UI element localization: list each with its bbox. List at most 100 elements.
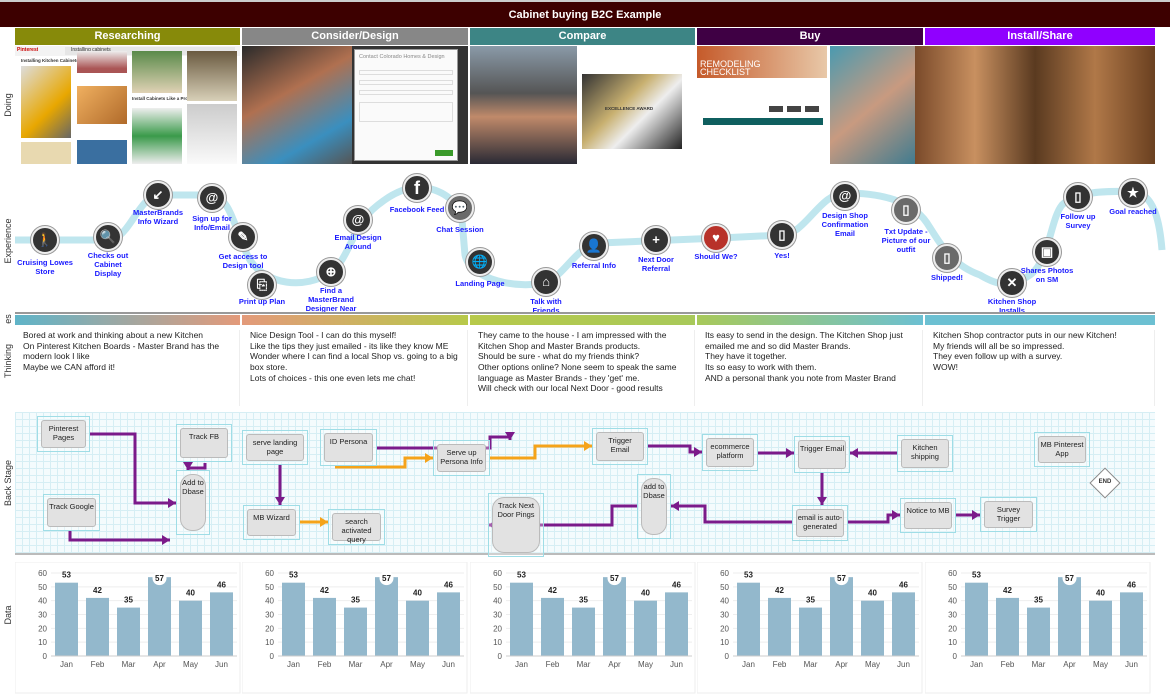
backstage-node-label: Serve up Persona Info <box>437 444 486 472</box>
x-tick-label: Feb <box>318 660 332 669</box>
x-tick-label: Mar <box>349 660 363 669</box>
data-label: 46 <box>672 580 681 589</box>
bar[interactable] <box>737 582 760 656</box>
star-icon: ★ <box>1119 179 1147 207</box>
phase-header-compare: Compare <box>470 28 695 45</box>
y-tick-label: 20 <box>720 624 729 633</box>
bar[interactable] <box>603 577 626 656</box>
backstage-node: Trigger Email <box>794 436 850 473</box>
row-label-doing: Doing <box>3 93 13 117</box>
backstage-node: ID Persona <box>320 429 377 466</box>
bar[interactable] <box>282 582 305 656</box>
phase-header-install-share: Install/Share <box>925 28 1155 45</box>
pinterest-screenshot: Pinterest Installing cabinets Installing… <box>15 46 240 164</box>
experience-step-label: Chat Session <box>436 225 484 234</box>
arrow-head <box>505 432 515 440</box>
bar[interactable] <box>965 582 988 656</box>
arrow-head <box>817 497 827 505</box>
backstage-node-label: MB Wizard <box>247 509 296 536</box>
pin-caption: Installing Kitchen Cabinets <box>21 58 79 63</box>
data-label: 35 <box>1034 596 1043 605</box>
experience-step-label: Design Shop Confirmation Email <box>821 211 869 238</box>
pinterest-logo: Pinterest <box>17 47 39 53</box>
x-tick-label: Mar <box>1032 660 1046 669</box>
experience-step-label: Yes! <box>774 251 790 260</box>
bar[interactable] <box>55 582 78 656</box>
data-label: 57 <box>155 574 164 583</box>
bar[interactable] <box>996 597 1019 656</box>
bar[interactable] <box>1120 592 1143 656</box>
bar[interactable] <box>665 592 688 656</box>
data-label: 53 <box>517 571 526 580</box>
bar[interactable] <box>830 577 853 656</box>
x-tick-label: Apr <box>153 660 166 669</box>
experience-step-label: Facebook Feed <box>389 205 445 214</box>
data-label: 35 <box>351 596 360 605</box>
bar[interactable] <box>1058 577 1081 656</box>
bar[interactable] <box>799 607 822 656</box>
y-tick-label: 10 <box>493 638 502 647</box>
bar[interactable] <box>510 582 533 656</box>
bar[interactable] <box>892 592 915 656</box>
flow-arrow <box>68 531 170 542</box>
experience-step-label: Goal reached <box>1109 207 1157 216</box>
x-tick-label: Feb <box>1001 660 1015 669</box>
y-tick-label: 40 <box>265 597 274 606</box>
experience-step-label: Find a MasterBrand Designer Near <box>305 286 357 313</box>
experience-step-label: Checks out Cabinet Display <box>87 251 129 278</box>
backstage-node: Notice to MB <box>900 498 956 533</box>
row-label-thinking: Thinking <box>3 343 13 379</box>
thinking-note: Kitchen Shop contractor puts in our new … <box>925 330 1155 406</box>
wizard-icon: ↙ <box>144 181 172 209</box>
backstage-node: Track Next Door Pings <box>488 493 544 557</box>
data-label: 57 <box>610 574 619 583</box>
arrow-head <box>162 535 170 545</box>
bar[interactable] <box>541 597 564 656</box>
bar[interactable] <box>117 607 140 656</box>
backstage-node: add to Dbase <box>637 474 671 539</box>
experience-step-label: Should We? <box>694 252 738 261</box>
y-tick-label: 30 <box>493 611 502 620</box>
bar[interactable] <box>768 597 791 656</box>
bar[interactable] <box>861 600 884 656</box>
x-tick-label: Jun <box>442 660 455 669</box>
tools-icon: ✕ <box>998 269 1026 297</box>
data-label: 46 <box>899 580 908 589</box>
bar[interactable] <box>313 597 336 656</box>
thinking-note: They came to the house - I am impressed … <box>470 330 695 406</box>
bar[interactable] <box>406 600 429 656</box>
bar[interactable] <box>375 577 398 656</box>
bar[interactable] <box>179 600 202 656</box>
pin-caption: Install Cabinets Like a Pro! <box>132 96 190 101</box>
bar[interactable] <box>148 577 171 656</box>
bar[interactable] <box>437 592 460 656</box>
data-label: 42 <box>320 586 329 595</box>
bar[interactable] <box>344 607 367 656</box>
y-tick-label: 60 <box>38 569 47 578</box>
data-label: 46 <box>217 580 226 589</box>
design-tools-icon: ✎ <box>229 223 257 251</box>
x-tick-label: Jan <box>970 660 983 669</box>
y-tick-label: 50 <box>265 583 274 592</box>
y-tick-label: 40 <box>720 597 729 606</box>
house-icon: ⌂ <box>532 268 560 296</box>
bar[interactable] <box>86 597 109 656</box>
email-attach-icon: @ <box>831 182 859 210</box>
emotion-bar-segment <box>697 315 923 325</box>
arrow-head <box>183 462 193 470</box>
bar[interactable] <box>572 607 595 656</box>
backstage-node: Add to Dbase <box>176 470 210 535</box>
magnifier-icon: 🔍 <box>94 223 122 251</box>
bar[interactable] <box>634 600 657 656</box>
target-icon: ⊕ <box>317 258 345 286</box>
arrow-head <box>275 497 285 505</box>
backstage-node-label: add to Dbase <box>641 478 667 535</box>
bar[interactable] <box>210 592 233 656</box>
contact-form-screenshot: Contact Colorado Homes & Design <box>242 46 468 164</box>
backstage-node-label: email is auto- generated <box>796 509 844 537</box>
highlight-marker <box>834 571 849 586</box>
data-label: 57 <box>382 574 391 583</box>
bar[interactable] <box>1089 600 1112 656</box>
bar[interactable] <box>1027 607 1050 656</box>
